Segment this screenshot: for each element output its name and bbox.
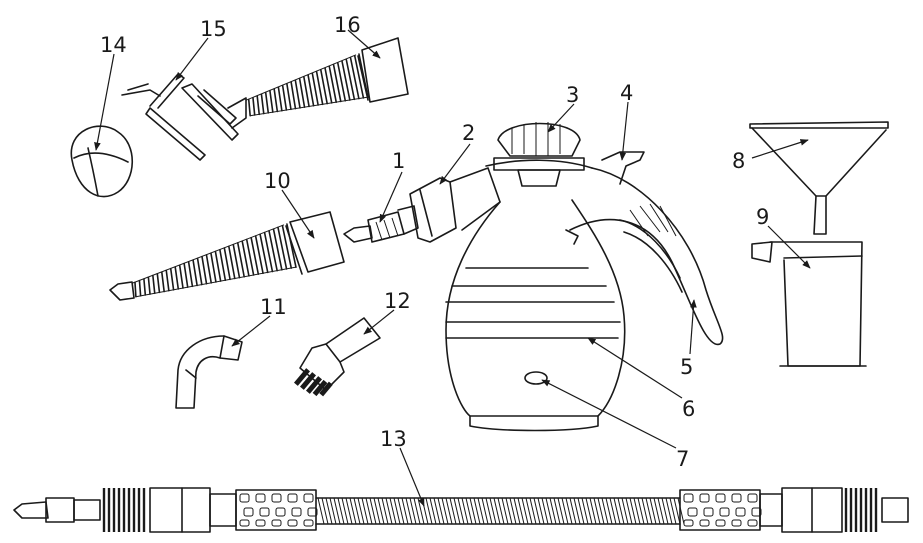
funnel-part bbox=[749, 121, 889, 235]
callout-5: 5 bbox=[680, 355, 693, 379]
cloth-pad-part bbox=[70, 125, 133, 198]
callout-13: 13 bbox=[380, 427, 407, 451]
callout-4: 4 bbox=[620, 81, 633, 105]
scraper-part bbox=[121, 73, 206, 161]
hose-coil bbox=[317, 497, 685, 525]
hose-left-collar bbox=[102, 488, 146, 532]
nozzle-spring bbox=[131, 223, 297, 298]
callout-2: 2 bbox=[462, 121, 475, 145]
callout-7: 7 bbox=[676, 447, 689, 471]
callout-14: 14 bbox=[100, 33, 127, 57]
callout-labels: 1 2 3 4 5 6 7 8 9 10 11 12 13 14 15 16 bbox=[100, 13, 769, 471]
callout-10: 10 bbox=[264, 169, 291, 193]
extension-nozzle-part bbox=[109, 211, 345, 301]
steamer-body bbox=[409, 122, 724, 432]
callout-1: 1 bbox=[392, 149, 405, 173]
callout-15: 15 bbox=[200, 17, 227, 41]
brush-part bbox=[293, 317, 381, 397]
angle-nozzle-part bbox=[175, 335, 243, 409]
callout-6: 6 bbox=[682, 397, 695, 421]
measuring-cup-part bbox=[751, 241, 867, 367]
window-squeegee-part bbox=[181, 37, 409, 141]
callout-8: 8 bbox=[732, 149, 745, 173]
squeegee-spring bbox=[245, 53, 369, 117]
hose-left-cutouts bbox=[239, 493, 318, 527]
callout-11: 11 bbox=[260, 295, 287, 319]
callout-16: 16 bbox=[334, 13, 361, 37]
leader-lines bbox=[94, 29, 811, 507]
hose-right-collar bbox=[844, 488, 878, 532]
hose-right-cutouts bbox=[683, 493, 762, 527]
callout-3: 3 bbox=[566, 83, 579, 107]
jet-nozzle-part bbox=[343, 205, 419, 243]
callout-12: 12 bbox=[384, 289, 411, 313]
brush-bristles bbox=[293, 368, 333, 397]
callout-9: 9 bbox=[756, 205, 769, 229]
flexible-hose-part bbox=[13, 487, 909, 533]
